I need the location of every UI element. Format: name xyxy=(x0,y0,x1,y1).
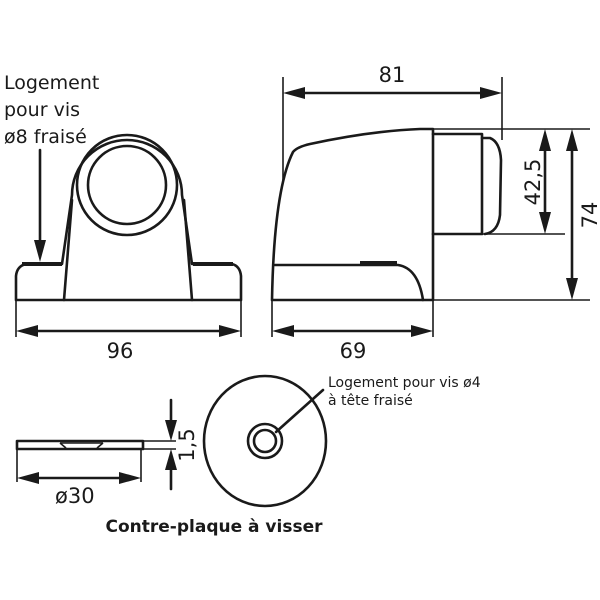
side-screw-recess xyxy=(360,261,397,265)
dim-81-label: 81 xyxy=(379,63,406,87)
front-label-line-3: ø8 fraisé xyxy=(4,126,87,148)
side-body-outline xyxy=(270,127,435,302)
screw-recess-left xyxy=(22,262,62,266)
plate-face xyxy=(202,374,328,508)
dim-42-5-label: 42,5 xyxy=(521,159,545,206)
counter-plate: ø30 1,5 Logement pour vis ø4 à tête frai… xyxy=(15,374,481,537)
screw-recess-right xyxy=(193,262,233,266)
buffer-ring-inner xyxy=(86,144,168,226)
dim-30-label: ø30 xyxy=(55,484,95,508)
leader-arrowhead xyxy=(34,240,46,262)
plate-side-profile xyxy=(15,439,145,451)
hole-outer xyxy=(246,422,284,460)
side-base-step xyxy=(273,263,425,302)
counter-plate-title: Contre-plaque à visser xyxy=(106,517,324,537)
front-label-line-2: pour vis xyxy=(4,99,80,121)
hole-label-line-2: à tête fraisé xyxy=(328,393,413,409)
hole-inner xyxy=(252,428,278,454)
tower-right-edge xyxy=(182,198,194,302)
buffer-block xyxy=(431,132,484,236)
dim-69-label: 69 xyxy=(340,339,367,363)
buffer-ring-outer xyxy=(75,133,179,237)
hole-leader-line xyxy=(274,388,325,434)
countersink xyxy=(59,442,104,449)
dim-74-label: 74 xyxy=(578,202,600,229)
front-label-line-1: Logement xyxy=(4,72,99,94)
side-view: 81 42,5 74 69 xyxy=(270,63,600,363)
dim-96-label: 96 xyxy=(107,339,134,363)
buffer-cap xyxy=(480,136,503,236)
dim-1-5-label: 1,5 xyxy=(175,428,199,461)
front-body-outline xyxy=(14,138,243,302)
hole-label-line-1: Logement pour vis ø4 xyxy=(328,375,481,391)
front-view: Logement pour vis ø8 fraisé 96 xyxy=(4,72,243,363)
tower-left-edge xyxy=(62,198,74,302)
